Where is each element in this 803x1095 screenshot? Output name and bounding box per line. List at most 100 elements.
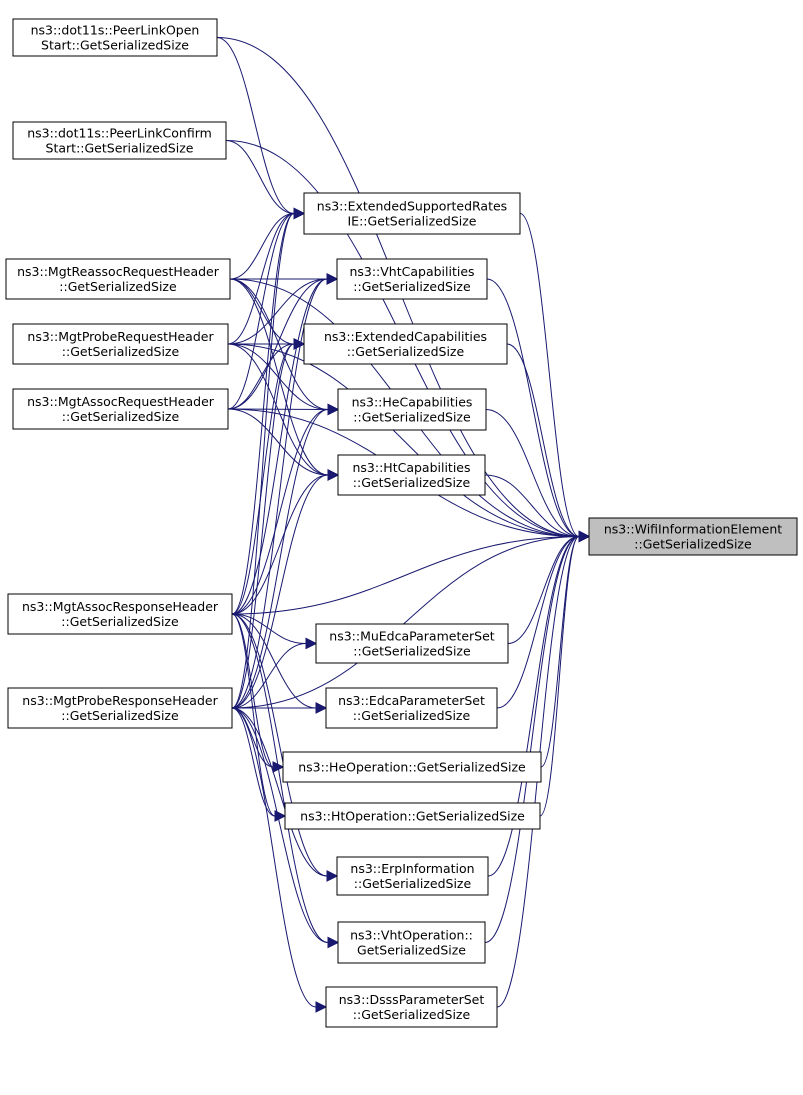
node-plc[interactable]: ns3::dot11s::PeerLinkConfirmStart::GetSe… <box>12 121 227 160</box>
arrowhead <box>327 936 340 949</box>
edge-marh-to-ht <box>227 408 340 481</box>
edge-line <box>231 278 328 709</box>
edge-vhtop-to-wie <box>484 530 591 943</box>
node-vht[interactable]: ns3::VhtCapabilities::GetSerializedSize <box>336 258 488 300</box>
edge-line <box>496 536 580 709</box>
edge-line <box>231 613 329 943</box>
edge-line <box>231 613 276 817</box>
node-label: ::GetSerializedSize <box>59 279 177 294</box>
node-label: ::GetSerializedSize <box>353 475 471 490</box>
node-he[interactable]: ns3::HeCapabilities::GetSerializedSize <box>337 388 487 431</box>
edge-line <box>225 140 295 214</box>
node-mu[interactable]: ns3::MuEdcaParameterSet::GetSerializedSi… <box>315 623 509 664</box>
edge-line <box>231 213 295 615</box>
node-label: ns3::MuEdcaParameterSet <box>329 629 495 644</box>
node-label: ns3::HeOperation::GetSerializedSize <box>298 760 526 775</box>
node-label: ns3::ExtendedSupportedRates <box>317 199 507 214</box>
arrowhead <box>578 530 591 543</box>
node-label: ns3::HtCapabilities <box>352 460 470 475</box>
arrowhead <box>326 273 339 285</box>
edge-line <box>231 707 329 943</box>
node-label: ns3::EdcaParameterSet <box>338 693 485 708</box>
edge-layer <box>216 37 591 1013</box>
edge-line <box>519 213 580 537</box>
edge-line <box>231 409 329 615</box>
edge-edca-to-wie <box>496 530 591 709</box>
edge-mpsr-to-ht <box>231 469 340 709</box>
edge-mu-to-wie <box>507 530 591 644</box>
node-mpsr[interactable]: ns3::MgtProbeResponseHeader::GetSerializ… <box>7 687 233 729</box>
edge-line <box>231 707 317 1008</box>
node-label: ::GetSerializedSize <box>62 344 180 359</box>
node-masr[interactable]: ns3::MgtAssocResponseHeader::GetSerializ… <box>7 593 233 635</box>
node-heop[interactable]: ns3::HeOperation::GetSerializedSize <box>282 751 542 783</box>
edge-line <box>486 278 580 537</box>
edge-line <box>231 643 307 709</box>
node-htop[interactable]: ns3::HtOperation::GetSerializedSize <box>284 802 541 830</box>
edge-line <box>231 536 580 709</box>
node-label: ::GetSerializedSize <box>353 644 471 659</box>
edge-line <box>507 536 580 644</box>
node-plo[interactable]: ns3::dot11s::PeerLinkOpenStart::GetSeria… <box>12 18 218 57</box>
edge-mpsr-to-vht <box>231 273 339 709</box>
node-erp[interactable]: ns3::ErpInformation::GetSerializedSize <box>336 856 489 896</box>
node-mprh[interactable]: ns3::MgtProbeRequestHeader::GetSerialize… <box>12 323 229 365</box>
edge-line <box>227 343 580 537</box>
edge-line <box>227 343 295 410</box>
edge-line <box>231 343 295 709</box>
edge-line <box>540 536 580 768</box>
node-label: ::GetSerializedSize <box>354 876 472 891</box>
node-label: ns3::MgtProbeResponseHeader <box>22 693 218 708</box>
edge-line <box>231 707 276 817</box>
arrowhead <box>315 1001 328 1013</box>
node-label: ns3::DsssParameterSet <box>339 992 485 1007</box>
node-box <box>336 258 488 300</box>
edge-line <box>231 278 328 615</box>
edge-vht-to-wie <box>486 278 591 543</box>
node-label: ::GetSerializedSize <box>353 708 471 723</box>
edge-htop-to-wie <box>539 530 591 817</box>
node-box <box>588 517 798 556</box>
node-box <box>5 258 231 300</box>
arrowhead <box>327 403 340 416</box>
edge-line <box>539 536 580 817</box>
edge-line <box>231 213 295 709</box>
arrowhead <box>326 870 339 882</box>
edge-mpsr-to-mu <box>231 637 318 709</box>
node-vhtop[interactable]: ns3::VhtOperation::GetSerializedSize <box>337 921 486 964</box>
node-ht[interactable]: ns3::HtCapabilities::GetSerializedSize <box>337 454 486 496</box>
node-ext[interactable]: ns3::ExtendedCapabilities::GetSerialized… <box>303 323 508 365</box>
node-marh[interactable]: ns3::MgtAssocRequestHeader::GetSerialize… <box>12 388 229 430</box>
node-label: ::GetSerializedSize <box>347 344 465 359</box>
node-box <box>337 388 487 431</box>
node-label: ::GetSerializedSize <box>353 1007 471 1022</box>
node-box <box>325 986 498 1028</box>
edge-mrrh-to-esr <box>229 207 306 280</box>
edge-line <box>231 343 295 615</box>
node-label: ns3::MgtProbeRequestHeader <box>27 329 214 344</box>
edge-line <box>231 536 580 615</box>
node-layer: ns3::WifiInformationElement::GetSerializ… <box>5 18 798 1028</box>
node-label: ns3::MgtAssocResponseHeader <box>22 599 219 614</box>
node-box <box>336 856 489 896</box>
edge-line <box>227 408 329 410</box>
node-label: ns3::ErpInformation <box>350 861 474 876</box>
arrowhead <box>274 810 287 822</box>
edge-line <box>227 213 295 345</box>
node-edca[interactable]: ns3::EdcaParameterSet::GetSerializedSize <box>325 687 498 729</box>
node-dsss[interactable]: ns3::DsssParameterSet::GetSerializedSize <box>325 986 498 1028</box>
edge-line <box>231 613 307 644</box>
edge-line <box>484 536 580 943</box>
edge-line <box>484 474 580 537</box>
node-box <box>284 802 541 830</box>
edge-mpsr-to-wie <box>231 530 591 709</box>
node-mrrh[interactable]: ns3::MgtReassocRequestHeader::GetSeriali… <box>5 258 231 300</box>
node-label: ns3::HeCapabilities <box>352 395 473 410</box>
edge-mrrh-to-ext <box>229 278 306 350</box>
node-wie[interactable]: ns3::WifiInformationElement::GetSerializ… <box>588 517 798 556</box>
edge-mpsr-to-ext <box>231 338 306 709</box>
edge-plo-to-esr <box>216 37 306 220</box>
node-esr[interactable]: ns3::ExtendedSupportedRatesIE::GetSerial… <box>303 192 521 235</box>
node-label: ns3::WifiInformationElement <box>604 522 782 537</box>
